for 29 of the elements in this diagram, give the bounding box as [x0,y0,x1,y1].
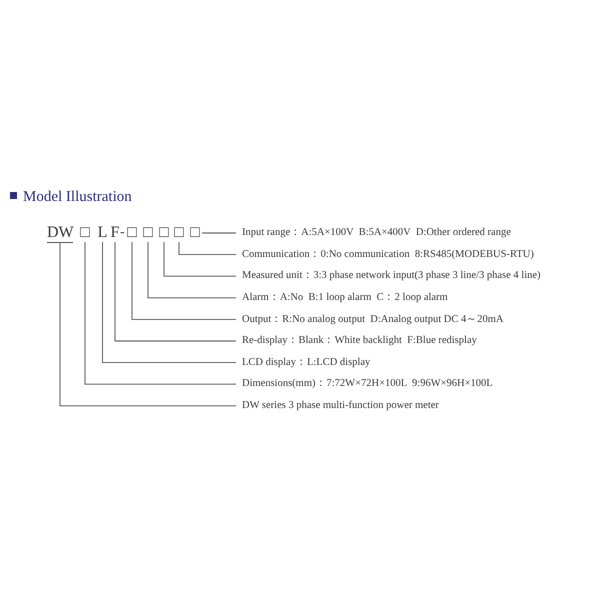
leader-line [132,242,236,320]
model-code-part: □ [173,224,185,242]
leader-line [114,242,236,342]
leader-line [60,242,236,406]
model-code-part: □ [158,224,170,242]
model-code-part: □ [142,224,154,242]
option-description: Output：R:No analog output D:Analog output DC 4～20mA [241,312,504,327]
leader-line [164,242,236,277]
option-description: Input range：A:5A×100V B:5A×400V D:Other ordered range [241,226,511,240]
model-code-part: L [97,224,108,242]
option-description: Re-display：Blank：White backlight F:Blue redisplay [241,334,477,348]
model-code-part: □ [126,224,138,242]
model-code-part: F [110,224,120,242]
leader-line [102,242,236,364]
leader-line [148,242,236,298]
option-description: Communication：0:No communication 8:RS485(MODEBUS-RTU) [241,248,534,262]
model-code-part: □ [79,224,91,242]
leader-line [178,242,236,256]
option-description: DW series 3 phase multi-function power meter [241,398,439,413]
leader-line [84,242,236,385]
option-description: Alarm：A:No B:1 loop alarm C：2 loop alarm [241,290,448,305]
leader-line [202,232,236,234]
model-code-part: DW [47,224,73,242]
option-description: Measured unit：3:3 phase network input(3 phase 3 line/3 phase 4 line) [241,269,541,284]
section-title: Model Illustration [23,188,132,207]
model-code-part: □ [189,224,201,242]
code-separator: - [120,224,125,242]
option-description: Dimensions(mm)：7:72W×72H×100L 9:96W×96H×100L [241,377,493,392]
option-description: LCD display：L:LCD display [241,356,370,370]
